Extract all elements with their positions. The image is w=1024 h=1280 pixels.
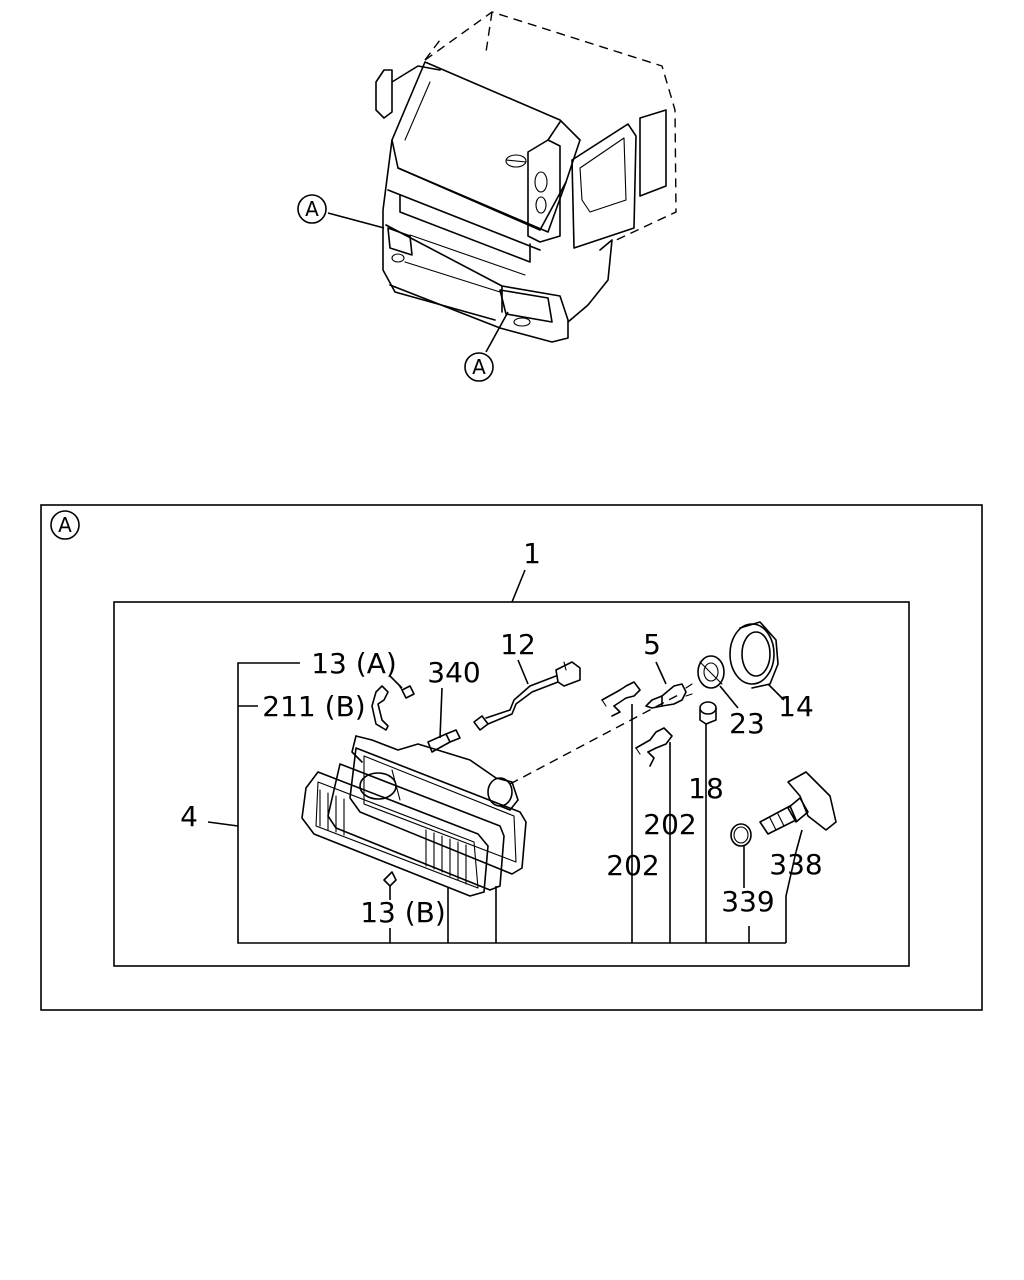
detail-frame-callout-text: A bbox=[58, 513, 72, 537]
assembly-box bbox=[113, 601, 910, 967]
truck-cab-illustration bbox=[327, 11, 677, 353]
leader-lines bbox=[207, 659, 803, 944]
callout-a-bottom-text: A bbox=[472, 355, 486, 379]
detail-frame-callout: A bbox=[50, 510, 80, 540]
label-assembly: 1 bbox=[523, 537, 541, 570]
callout-a-bottom: A bbox=[464, 352, 494, 382]
label-part-23: 23 bbox=[729, 707, 765, 740]
clip-13b bbox=[383, 871, 397, 887]
retainer-14 bbox=[729, 621, 779, 689]
label-part-13a: 13 (A) bbox=[311, 647, 397, 680]
callout-a-left: A bbox=[297, 194, 327, 224]
label-part-202-lower: 202 bbox=[606, 849, 659, 882]
label-part-4: 4 bbox=[180, 800, 198, 833]
detail-frame bbox=[40, 504, 983, 1011]
oring-339 bbox=[730, 823, 752, 847]
label-part-340: 340 bbox=[427, 656, 480, 689]
harness-12 bbox=[473, 661, 581, 731]
label-part-211b: 211 (B) bbox=[262, 690, 365, 723]
callout-a-left-text: A bbox=[305, 197, 319, 221]
bolt-18 bbox=[699, 701, 717, 725]
label-part-202-upper: 202 bbox=[643, 808, 696, 841]
label-part-339: 339 bbox=[721, 885, 774, 918]
socket-23 bbox=[697, 655, 725, 689]
bulb-5 bbox=[645, 683, 693, 709]
label-part-338: 338 bbox=[769, 848, 822, 881]
bracket-211b bbox=[371, 685, 389, 731]
label-part-5: 5 bbox=[643, 628, 661, 661]
label-part-13b: 13 (B) bbox=[360, 896, 446, 929]
connector-338 bbox=[759, 771, 837, 835]
label-part-18: 18 bbox=[688, 772, 724, 805]
screw-202-lower bbox=[635, 727, 673, 767]
headlamp-body bbox=[301, 735, 527, 897]
label-part-12: 12 bbox=[500, 628, 536, 661]
screw-202-upper bbox=[601, 681, 641, 717]
label-part-14: 14 bbox=[778, 690, 814, 723]
